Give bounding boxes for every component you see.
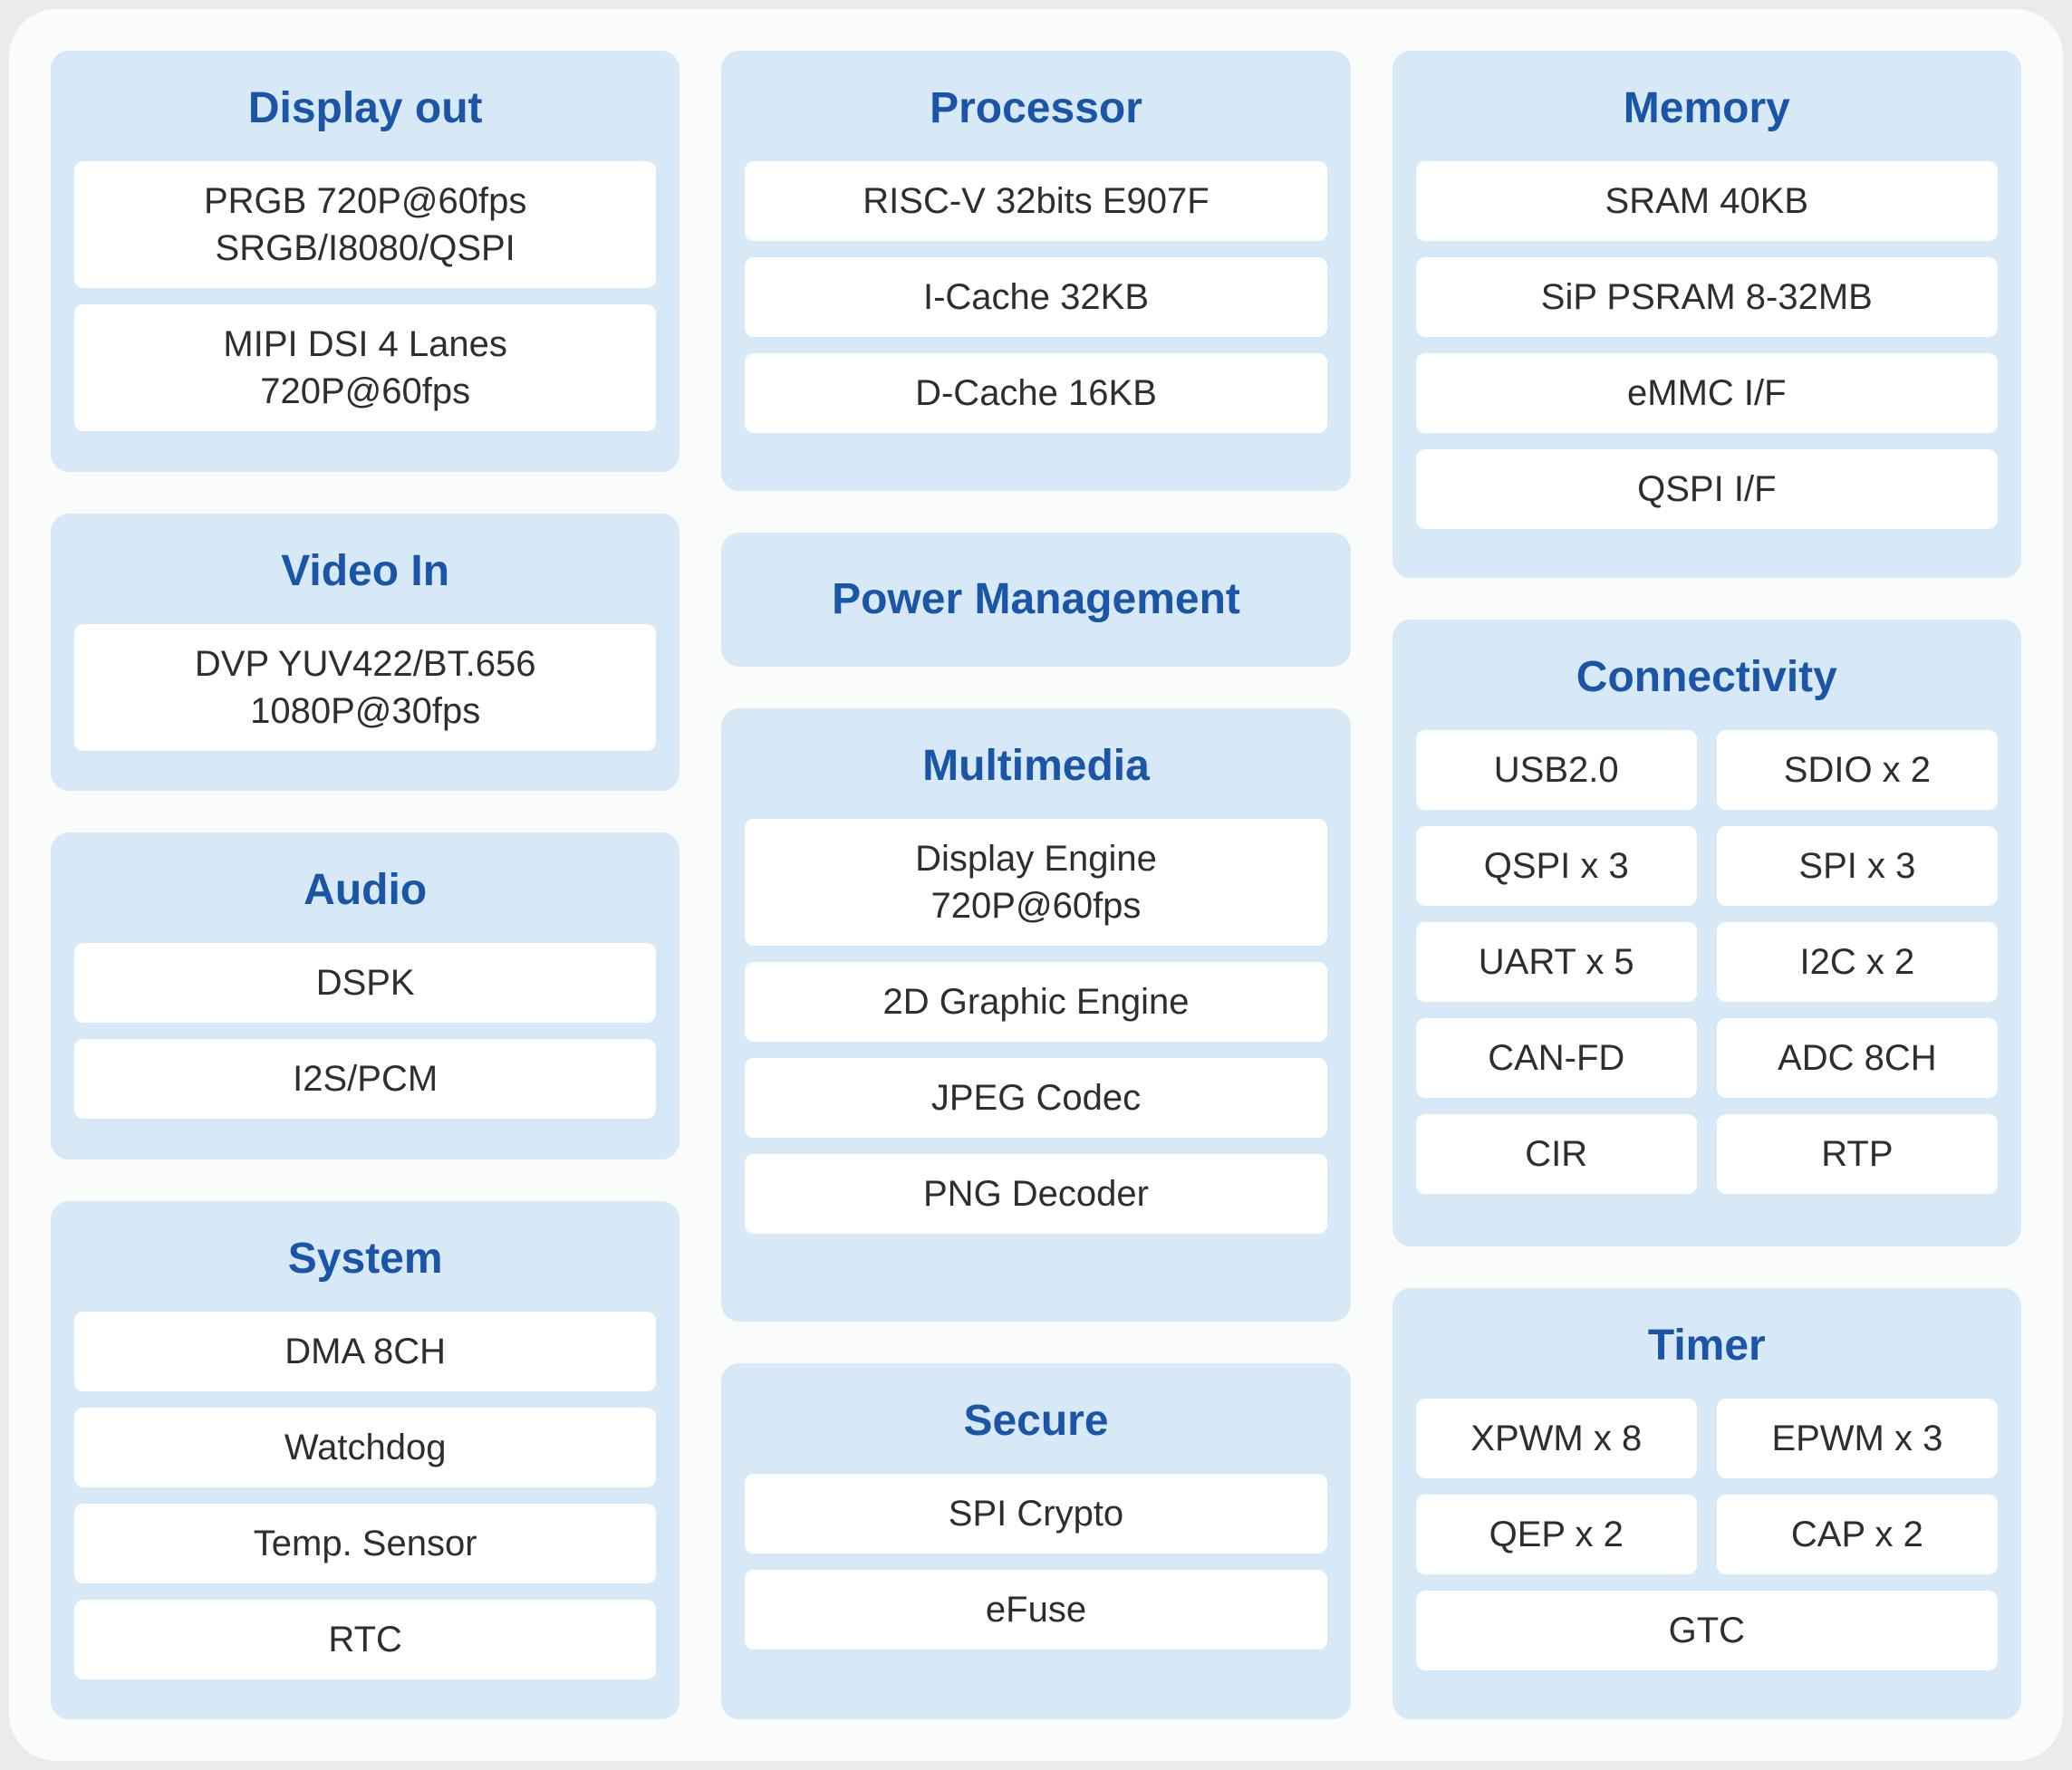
section-title-memory: Memory bbox=[1623, 84, 1790, 132]
block-item-display-engine: Display Engine 720P@60fps bbox=[745, 818, 1327, 946]
block-item-spi: SPI x 3 bbox=[1716, 825, 1998, 906]
column-right: Memory SRAM 40KB SiP PSRAM 8-32MB eMMC I… bbox=[1392, 51, 2021, 1719]
section-timer: Timer XPWM x 8 EPWM x 3 QEP x 2 CAP x 2 … bbox=[1392, 1288, 2021, 1719]
item-list: DSPK I2S/PCM bbox=[74, 943, 657, 1119]
block-item-uart: UART x 5 bbox=[1415, 921, 1697, 1002]
item-list: SPI Crypto eFuse bbox=[745, 1473, 1327, 1650]
item-list: PRGB 720P@60fps SRGB/I8080/QSPI MIPI DSI… bbox=[74, 161, 657, 431]
block-item-sram: SRAM 40KB bbox=[1415, 161, 1998, 241]
section-title-timer: Timer bbox=[1647, 1322, 1766, 1371]
block-item-cir: CIR bbox=[1415, 1113, 1697, 1194]
section-video-in: Video In DVP YUV422/BT.656 1080P@30fps bbox=[51, 513, 680, 791]
block-item-rtc: RTC bbox=[74, 1599, 657, 1679]
column-middle: Processor RISC-V 32bits E907F I-Cache 32… bbox=[721, 51, 1351, 1719]
item-grid: USB2.0 SDIO x 2 QSPI x 3 SPI x 3 UART x … bbox=[1415, 729, 1998, 1194]
block-item-sip-psram: SiP PSRAM 8-32MB bbox=[1415, 257, 1998, 337]
section-power-management: Power Management bbox=[721, 533, 1351, 667]
section-title-power-management: Power Management bbox=[832, 575, 1240, 624]
block-item-cap: CAP x 2 bbox=[1716, 1495, 1998, 1575]
diagram-board: Display out PRGB 720P@60fps SRGB/I8080/Q… bbox=[9, 9, 2063, 1761]
block-item-qep: QEP x 2 bbox=[1415, 1495, 1697, 1575]
section-title-processor: Processor bbox=[930, 84, 1142, 132]
block-item-riscv-core: RISC-V 32bits E907F bbox=[745, 161, 1327, 241]
block-item-dvp: DVP YUV422/BT.656 1080P@30fps bbox=[74, 623, 657, 751]
section-multimedia: Multimedia Display Engine 720P@60fps 2D … bbox=[721, 707, 1351, 1322]
section-system: System DMA 8CH Watchdog Temp. Sensor RTC bbox=[51, 1200, 680, 1719]
section-audio: Audio DSPK I2S/PCM bbox=[51, 832, 680, 1159]
item-list: SRAM 40KB SiP PSRAM 8-32MB eMMC I/F QSPI… bbox=[1415, 161, 1998, 529]
block-item-temp-sensor: Temp. Sensor bbox=[74, 1503, 657, 1583]
block-item-qspi: QSPI x 3 bbox=[1415, 825, 1697, 906]
block-item-qspi-if: QSPI I/F bbox=[1415, 449, 1998, 529]
section-secure: Secure SPI Crypto eFuse bbox=[721, 1362, 1351, 1719]
block-item-usb: USB2.0 bbox=[1415, 729, 1697, 810]
section-title-multimedia: Multimedia bbox=[922, 741, 1150, 790]
diagram-columns: Display out PRGB 720P@60fps SRGB/I8080/Q… bbox=[51, 51, 2021, 1719]
block-item-icache: I-Cache 32KB bbox=[745, 257, 1327, 337]
block-item-dspk: DSPK bbox=[74, 943, 657, 1023]
section-title-connectivity: Connectivity bbox=[1576, 652, 1837, 701]
block-item-png-decoder: PNG Decoder bbox=[745, 1153, 1327, 1234]
section-connectivity: Connectivity USB2.0 SDIO x 2 QSPI x 3 SP… bbox=[1392, 619, 2021, 1247]
item-list: DMA 8CH Watchdog Temp. Sensor RTC bbox=[74, 1311, 657, 1679]
section-display-out: Display out PRGB 720P@60fps SRGB/I8080/Q… bbox=[51, 51, 680, 472]
block-item-jpeg-codec: JPEG Codec bbox=[745, 1057, 1327, 1138]
item-list: Display Engine 720P@60fps 2D Graphic Eng… bbox=[745, 818, 1327, 1234]
block-item-can-fd: CAN-FD bbox=[1415, 1017, 1697, 1098]
block-item-spi-crypto: SPI Crypto bbox=[745, 1473, 1327, 1554]
section-title-video-in: Video In bbox=[281, 546, 450, 595]
block-item-dcache: D-Cache 16KB bbox=[745, 353, 1327, 433]
block-item-efuse: eFuse bbox=[745, 1569, 1327, 1650]
item-grid: XPWM x 8 EPWM x 3 QEP x 2 CAP x 2 GTC bbox=[1415, 1399, 1998, 1671]
section-title-audio: Audio bbox=[304, 866, 428, 914]
column-left: Display out PRGB 720P@60fps SRGB/I8080/Q… bbox=[51, 51, 680, 1719]
section-title-display-out: Display out bbox=[247, 84, 483, 132]
block-item-mipi-dsi: MIPI DSI 4 Lanes 720P@60fps bbox=[74, 304, 657, 431]
block-item-sdio: SDIO x 2 bbox=[1716, 729, 1998, 810]
block-item-prgb: PRGB 720P@60fps SRGB/I8080/QSPI bbox=[74, 161, 657, 288]
section-processor: Processor RISC-V 32bits E907F I-Cache 32… bbox=[721, 51, 1351, 492]
block-item-watchdog: Watchdog bbox=[74, 1407, 657, 1487]
block-item-emmc: eMMC I/F bbox=[1415, 353, 1998, 433]
block-item-xpwm: XPWM x 8 bbox=[1415, 1399, 1697, 1479]
item-list: RISC-V 32bits E907F I-Cache 32KB D-Cache… bbox=[745, 161, 1327, 433]
item-list: DVP YUV422/BT.656 1080P@30fps bbox=[74, 623, 657, 751]
block-item-gtc: GTC bbox=[1415, 1591, 1998, 1671]
section-title-secure: Secure bbox=[963, 1396, 1109, 1445]
block-item-epwm: EPWM x 3 bbox=[1716, 1399, 1998, 1479]
section-title-system: System bbox=[287, 1234, 443, 1283]
block-item-rtp: RTP bbox=[1716, 1113, 1998, 1194]
section-memory: Memory SRAM 40KB SiP PSRAM 8-32MB eMMC I… bbox=[1392, 51, 2021, 578]
block-item-i2s-pcm: I2S/PCM bbox=[74, 1039, 657, 1119]
block-item-2d-graphic-engine: 2D Graphic Engine bbox=[745, 961, 1327, 1042]
block-item-dma: DMA 8CH bbox=[74, 1311, 657, 1391]
block-item-i2c: I2C x 2 bbox=[1716, 921, 1998, 1002]
block-item-adc: ADC 8CH bbox=[1716, 1017, 1998, 1098]
